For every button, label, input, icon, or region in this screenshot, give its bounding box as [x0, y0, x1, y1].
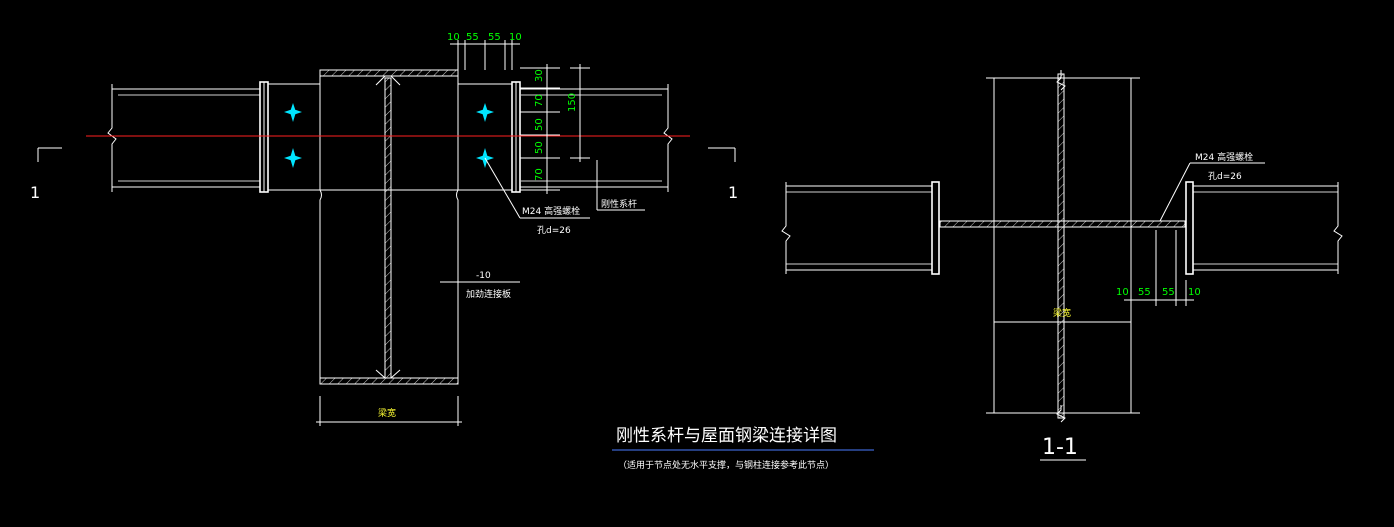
dim-top-3: 55 [488, 32, 501, 43]
section-marker-left: 1 [30, 183, 40, 202]
roof-steel-beam [319, 69, 459, 385]
dim-top-4: 10 [509, 32, 522, 43]
dim-top-2: 55 [466, 32, 479, 43]
section-dim-1: 10 [1116, 287, 1129, 298]
dim-right-50a: 50 [534, 118, 545, 131]
drawing-subtitle: （适用于节点处无水平支撑，与钢柱连接参考此节点） [618, 459, 834, 471]
section-dim-2: 55 [1138, 287, 1151, 298]
hole-note: 孔d=26 [537, 225, 571, 236]
section-dim-3: 55 [1162, 287, 1175, 298]
dim-right-30: 30 [534, 69, 545, 82]
section-bolt-note: M24 高强螺栓 [1195, 151, 1253, 163]
left-tie-beam [107, 81, 321, 193]
section-width-label: 梁宽 [1053, 307, 1071, 319]
drawing-title: 刚性系杆与屋面钢梁连接详图 [616, 426, 837, 446]
dim-top-1: 10 [447, 32, 460, 43]
beam-width-label: 梁宽 [378, 407, 396, 419]
bolt-icon [476, 103, 494, 122]
bolt-icon [284, 103, 302, 122]
section-cut-left [37, 147, 62, 162]
dim-right-70b: 70 [534, 168, 545, 181]
dim-right-70: 70 [534, 94, 545, 107]
right-connection [457, 81, 673, 193]
beam-width-dimension [316, 396, 462, 426]
section-cut-right [708, 147, 736, 162]
right-dimensions [520, 64, 590, 194]
tie-leader [596, 160, 645, 211]
dim-150: 150 [567, 93, 578, 112]
section-marker-right: 1 [728, 183, 738, 202]
dim-right-50b: 50 [534, 141, 545, 154]
section-view-label: 1-1 [1042, 435, 1078, 460]
bolt-icon [284, 148, 302, 168]
section-dim-4: 10 [1188, 287, 1201, 298]
top-dimensions [450, 40, 520, 70]
bolt-note: M24 高强螺栓 [522, 205, 580, 217]
plan-view [37, 40, 736, 426]
section-view [781, 70, 1343, 423]
tie-note: 刚性系杆 [601, 198, 637, 210]
bolt-leader [484, 157, 590, 219]
stiffener-note: 加劲连接板 [466, 288, 511, 300]
section-hole-note: 孔d=26 [1208, 171, 1242, 182]
stiffener-thickness: -10 [476, 271, 491, 281]
